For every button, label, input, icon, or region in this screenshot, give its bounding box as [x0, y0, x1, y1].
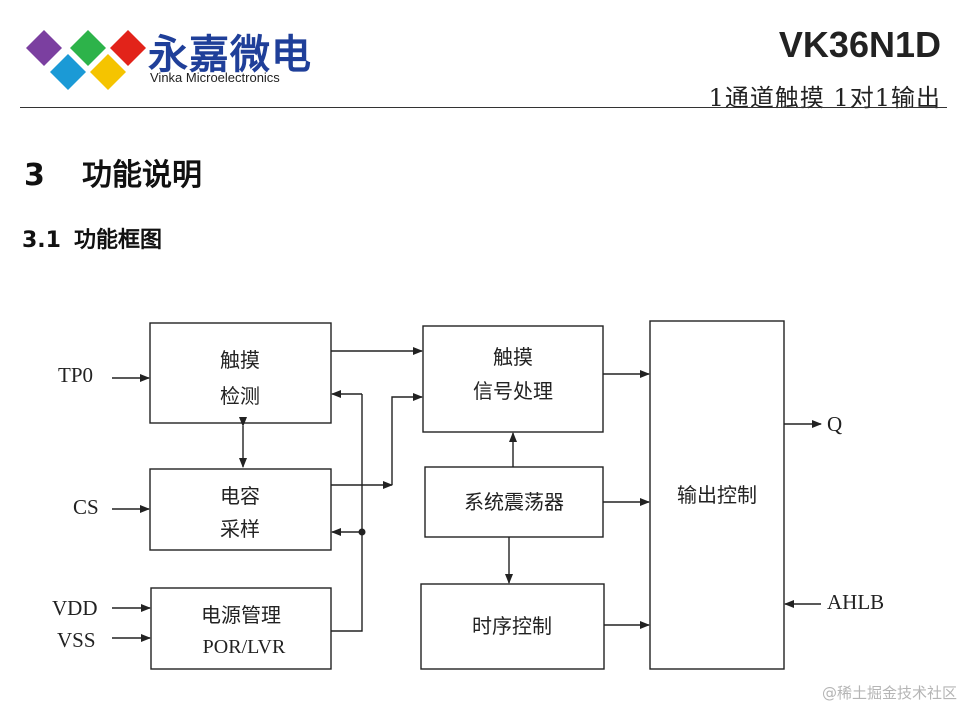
section-title: 功能说明	[82, 158, 202, 193]
logo-chinese-name: 永嘉微电	[148, 32, 312, 78]
part-number: VK36N1D	[778, 24, 941, 65]
cs-signal-label: CS	[73, 495, 99, 519]
touch-signal-block	[422, 325, 604, 433]
ahlb-signal-label: AHLB	[827, 590, 884, 614]
sample-to-signal-arrow	[391, 393, 423, 485]
tp0-signal-label: TP0	[58, 363, 93, 387]
oscillator-label: 系统震荡器	[464, 490, 564, 514]
logo-english-name: Vinka Microelectronics	[150, 70, 280, 85]
output-ctrl-label: 输出控制	[677, 483, 757, 507]
power-bus-line	[331, 394, 363, 632]
power-mgmt-label-2: POR/LVR	[203, 636, 286, 658]
vss-signal-label: VSS	[57, 628, 96, 652]
logo-purple-diamond-icon	[26, 30, 62, 66]
section-number: 3	[24, 158, 45, 193]
touch-signal-label-1: 触摸	[493, 345, 533, 369]
vdd-signal-label: VDD	[52, 596, 98, 620]
subsection-number: 3.1	[22, 228, 61, 253]
timing-ctrl-block	[420, 583, 605, 670]
touch-detect-block	[149, 322, 332, 424]
subsection-heading: 3.1 功能框图	[22, 222, 162, 254]
touch-signal-label-2: 信号处理	[473, 379, 553, 403]
timing-ctrl-label: 时序控制	[472, 614, 552, 638]
power-mgmt-block	[150, 587, 332, 670]
logo-green-diamond-icon	[70, 30, 106, 66]
output-ctrl-block	[649, 320, 785, 670]
cap-sample-label-1: 电容	[220, 484, 260, 508]
subsection-title: 功能框图	[74, 228, 163, 253]
touch-detect-label-2: 检测	[220, 384, 260, 408]
power-mgmt-label-1: 电源管理	[201, 603, 281, 627]
q-signal-label: Q	[827, 412, 842, 436]
logo-blue-diamond-icon	[50, 54, 86, 90]
cap-sample-block	[149, 468, 332, 551]
section-heading: 3 功能说明	[24, 150, 202, 194]
oscillator-block	[424, 466, 604, 538]
header-divider	[20, 107, 947, 108]
watermark: @稀土掘金技术社区	[821, 684, 957, 702]
touch-detect-label-1: 触摸	[220, 348, 260, 372]
logo-yellow-diamond-icon	[90, 54, 126, 90]
cap-sample-label-2: 采样	[220, 517, 260, 541]
logo-diamonds-icon	[26, 30, 146, 90]
bus-junction-dot	[358, 528, 366, 536]
logo-red-diamond-icon	[110, 30, 146, 66]
